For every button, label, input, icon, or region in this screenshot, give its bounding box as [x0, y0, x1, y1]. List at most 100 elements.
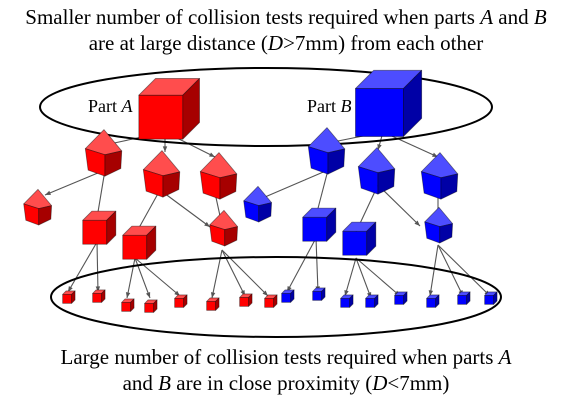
cube-side-face [327, 148, 346, 175]
tree-edge-arrowhead [204, 221, 210, 227]
cube-front-face [457, 294, 468, 305]
part-b-leaf-box [340, 294, 354, 308]
cube-side-face [146, 225, 157, 260]
tree-edge-arrowhead [262, 290, 268, 296]
part-b-level2-box [243, 185, 272, 223]
tree-edge-arrowhead [145, 292, 151, 298]
distance-symbol: D [267, 31, 284, 55]
part-a-level2-box [82, 210, 117, 245]
cube-side-face [366, 221, 377, 256]
cube-side-face [224, 226, 238, 247]
cube-side-face [440, 173, 459, 200]
part-a-leaf-box [264, 294, 278, 308]
part-b-leaf-box [394, 291, 408, 305]
tree-edge [429, 244, 439, 297]
cube-front-face [92, 292, 103, 303]
cube-side-face [106, 210, 117, 245]
part-a-level1-box [84, 129, 123, 177]
cube-side-face [321, 287, 326, 301]
cube-side-face [101, 289, 106, 303]
cube-front-face [174, 297, 185, 308]
tree-edge-arrowhead [45, 190, 51, 195]
part-a-root-box [138, 78, 200, 140]
tree-edge-arrowhead [210, 292, 216, 298]
cube-side-face [349, 294, 354, 308]
cube-front-face [365, 297, 376, 308]
part-b-level2-box [424, 206, 453, 244]
cube-front-face [426, 297, 437, 308]
cube-side-face [403, 291, 408, 305]
cube-front-face [484, 294, 495, 305]
part-b-leaf-box [484, 291, 498, 305]
cube-side-face [435, 294, 440, 308]
cube-front-face [239, 296, 250, 307]
tree-edge-arrowhead [68, 286, 73, 292]
cube-side-face [153, 299, 158, 313]
leaf-level-ellipse [50, 256, 502, 338]
part-b-level1-box [307, 127, 346, 175]
part-a-leaf-box [121, 298, 135, 312]
top-caption: Smaller number of collision tests requir… [0, 4, 572, 56]
bottom-caption-text: Large number of collision tests required… [60, 345, 499, 369]
part-b-leaf-box [426, 294, 440, 308]
cube-front-face [82, 219, 108, 245]
bottom-caption-line-1: Large number of collision tests required… [0, 344, 572, 370]
part-b-symbol: B [533, 5, 547, 29]
cube-front-face [302, 216, 328, 242]
part-b-level1-box [357, 147, 396, 195]
tree-edge [44, 169, 106, 196]
cube-front-face [312, 290, 323, 301]
cube-side-face [374, 294, 379, 308]
cube-front-face [122, 234, 148, 260]
cube-front-face [340, 297, 351, 308]
cube-side-face [273, 294, 278, 308]
tree-edge [437, 244, 464, 297]
bottom-caption-text: and [122, 371, 159, 395]
cube-side-face [439, 223, 453, 244]
bottom-caption: Large number of collision tests required… [0, 344, 572, 396]
top-caption-text: >7mm) from each other [283, 31, 484, 55]
part-a-label-letter: A [121, 96, 134, 116]
tree-edge-arrowhead [414, 220, 420, 226]
tree-edge-arrowhead [428, 290, 434, 296]
cube-side-face [466, 291, 471, 305]
tree-edge [159, 189, 211, 228]
distance-symbol: D [372, 371, 388, 395]
part-b-label-prefix: Part [307, 96, 341, 116]
tree-edge-arrowhead [209, 152, 215, 157]
cube-side-face [104, 150, 123, 177]
part-a-leaf-box [206, 297, 220, 311]
part-b-label-letter: B [341, 96, 352, 116]
cube-front-face [138, 94, 184, 140]
cube-side-face [219, 173, 238, 200]
tree-edge-arrowhead [174, 290, 180, 296]
top-caption-text: are at large distance ( [88, 31, 268, 55]
top-caption-line-2: are at large distance (D>7mm) from each … [0, 30, 572, 56]
cube-front-face [206, 300, 217, 311]
tree-edge [96, 241, 99, 293]
bottom-caption-line-2: and B are in close proximity (D<7mm) [0, 370, 572, 396]
part-a-level1-box [199, 152, 238, 200]
part-a-label-prefix: Part [88, 96, 122, 116]
cube-front-face [342, 230, 368, 256]
cube-side-face [290, 289, 295, 303]
tree-edge-arrowhead [377, 144, 382, 150]
tree-edge [315, 237, 319, 293]
top-caption-line-1: Smaller number of collision tests requir… [0, 4, 572, 30]
part-a-leaf-box [62, 290, 76, 304]
part-a-leaf-box [144, 299, 158, 313]
tree-edge [126, 257, 136, 299]
top-caption-text: and [493, 5, 534, 29]
part-b-level1-box [420, 152, 459, 200]
cube-front-face [281, 292, 292, 303]
cube-side-face [258, 202, 272, 223]
part-a-leaf-box [239, 293, 253, 307]
bounding-boxes [23, 69, 498, 313]
tree-edge-arrowhead [162, 146, 168, 152]
part-b-level2-box [302, 207, 337, 242]
cube-side-face [71, 290, 76, 304]
tree-edge [67, 241, 98, 293]
cube-side-face [215, 297, 220, 311]
part-a-symbol: A [480, 5, 494, 29]
cube-side-face [248, 293, 253, 307]
